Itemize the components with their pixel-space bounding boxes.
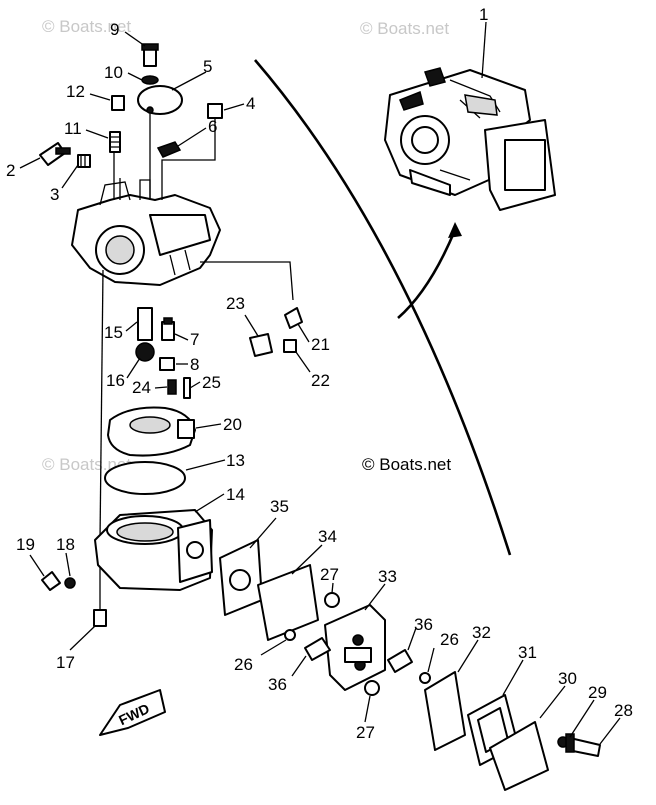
pin-25: [183, 377, 191, 399]
callout-11: 11: [64, 119, 82, 138]
cover-30: [489, 721, 549, 791]
watermark-middle-right: © Boats.net: [362, 455, 451, 474]
callout-36-left: 36: [268, 675, 287, 694]
callout-36-right: 36: [414, 615, 433, 634]
screw-27-bottom: [364, 680, 380, 696]
assembly-bracket-line: [254, 59, 512, 556]
callout-10: 10: [104, 63, 123, 82]
callout-3: 3: [50, 185, 59, 204]
float-20: [107, 406, 196, 457]
callout-27-bottom: 27: [356, 723, 375, 742]
spring-11: [109, 131, 121, 153]
screw-19: [41, 571, 61, 591]
gasket-32: [424, 671, 466, 751]
drain-17: [93, 609, 107, 627]
plug-4: [207, 103, 223, 119]
callout-15: 15: [104, 323, 123, 342]
callout-35: 35: [270, 497, 289, 516]
screw-26-right: [419, 672, 431, 684]
fwd-arrow-icon: FWD: [99, 689, 166, 736]
valve-36-left: [304, 637, 331, 661]
nozzle-16: [135, 342, 155, 362]
plug-8: [159, 357, 175, 371]
callout-17: 17: [56, 653, 75, 672]
callout-34: 34: [318, 527, 337, 546]
screw-27-top: [324, 592, 340, 608]
screw-2: [39, 142, 71, 166]
assembly-pointer-arrow: [397, 229, 457, 319]
callout-28: 28: [614, 701, 633, 720]
screw-28: [565, 733, 601, 757]
clip-23: [249, 333, 273, 357]
callout-16: 16: [106, 371, 125, 390]
cover-5: [137, 85, 183, 115]
callout-18: 18: [56, 535, 75, 554]
arrow-head-icon: [448, 222, 462, 238]
gasket-13: [104, 461, 186, 495]
valve-36-right: [387, 649, 413, 673]
watermark-middle-left: © Boats.net: [42, 455, 131, 474]
callout-27-top: 27: [320, 565, 339, 584]
leader-lines: [19, 31, 621, 745]
callout-29: 29: [588, 683, 607, 702]
callout-14: 14: [226, 485, 245, 504]
body-33: [324, 604, 386, 691]
pin-24: [167, 379, 177, 395]
screw-26-left: [284, 629, 296, 641]
leader-1: [481, 21, 487, 79]
callout-22: 22: [311, 371, 330, 390]
callout-1: 1: [479, 5, 488, 24]
diaphragm-34: [257, 564, 319, 641]
dash-line-f: [99, 269, 104, 541]
gasket-6: [156, 141, 182, 158]
watermark-top-left: © Boats.net: [42, 17, 131, 36]
callout-12: 12: [66, 82, 85, 101]
callout-13: 13: [226, 451, 245, 470]
washer-18: [64, 577, 76, 589]
washer-10: [141, 75, 159, 85]
callout-labels: 1 2 3 4 5 6 7 8 9 10 11 12 13 14 15 16 1…: [6, 5, 633, 742]
callout-24: 24: [132, 378, 151, 397]
callout-2: 2: [6, 161, 15, 180]
callout-30: 30: [558, 669, 577, 688]
dash-line-d: [161, 118, 216, 200]
spring-3: [77, 154, 91, 168]
callout-21: 21: [311, 335, 330, 354]
screw-9: [141, 43, 159, 67]
dash-line-e: [200, 261, 294, 301]
callout-26-right: 26: [440, 630, 459, 649]
jet-15: [137, 307, 153, 341]
callout-31: 31: [518, 643, 537, 662]
screw-21: [284, 307, 303, 329]
screw-12: [111, 95, 125, 111]
screw-22: [283, 339, 297, 353]
watermark-top-right: © Boats.net: [360, 19, 449, 38]
callout-19: 19: [16, 535, 35, 554]
gasket-35: [219, 539, 263, 616]
callout-9: 9: [110, 20, 119, 39]
callout-32: 32: [472, 623, 491, 642]
carburetor-body-part: [71, 179, 221, 286]
carburetor-assembly-illustration: [384, 67, 556, 211]
callout-25: 25: [202, 373, 221, 392]
callout-23: 23: [226, 294, 245, 313]
callout-26-left: 26: [234, 655, 253, 674]
jet-7: [161, 317, 175, 341]
callout-5: 5: [203, 57, 212, 76]
callout-6: 6: [208, 117, 217, 136]
callout-33: 33: [378, 567, 397, 586]
callout-4: 4: [246, 94, 255, 113]
callout-20: 20: [223, 415, 242, 434]
callout-7: 7: [190, 330, 199, 349]
float-bowl-14: [94, 509, 213, 591]
callout-8: 8: [190, 355, 199, 374]
